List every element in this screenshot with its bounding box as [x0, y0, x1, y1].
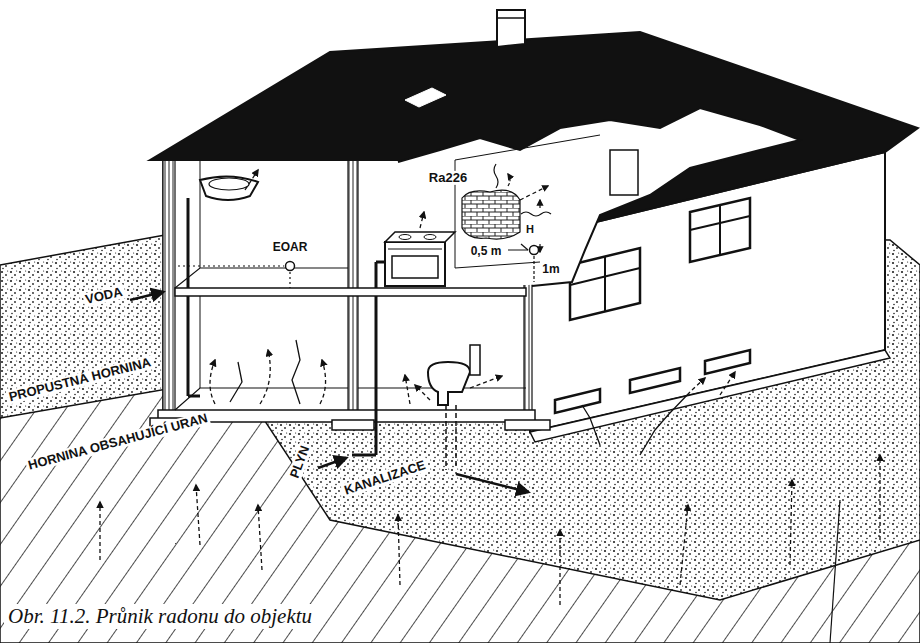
house-facade-part — [604, 257, 606, 312]
interior-fixtures-part — [456, 474, 528, 492]
house-facade-part — [720, 372, 735, 395]
interior-fixtures-part — [455, 405, 457, 466]
interior-fixtures-part — [375, 262, 378, 288]
roof-part — [497, 17, 525, 19]
cutaway-part — [455, 135, 600, 160]
interior-fixtures-part — [187, 198, 190, 288]
radon-paths-part — [292, 340, 300, 404]
house-section-part — [505, 420, 550, 430]
interior-fixtures-part — [209, 178, 249, 190]
interior-fixtures-part — [424, 235, 436, 240]
interior-fixtures-part — [399, 235, 411, 240]
ground-part — [0, 377, 920, 643]
house-facade-part — [630, 368, 680, 393]
cutaway-part — [462, 190, 520, 239]
cutaway-part — [520, 186, 548, 200]
cutaway-part — [533, 256, 534, 282]
source-label: Ra226 — [427, 171, 469, 185]
roof-part — [497, 10, 525, 47]
interior-fixtures-part — [375, 296, 378, 455]
house-facade-part — [582, 405, 600, 445]
interior-fixtures-part — [187, 296, 190, 396]
house-section-part — [175, 388, 348, 410]
cutaway-part — [494, 164, 551, 252]
interior-fixtures-part — [385, 242, 445, 286]
interior-fixtures-part — [445, 405, 447, 470]
radon-paths-part — [415, 385, 430, 400]
house-facade-part — [555, 389, 600, 413]
house-section-part — [175, 288, 526, 296]
house-facade-part — [705, 350, 750, 374]
house-section-part — [175, 268, 348, 288]
ground-radon-arrows-part — [398, 515, 400, 585]
interior-fixtures-part — [352, 454, 376, 457]
interior-fixtures-part — [470, 345, 480, 375]
house-facade-part — [692, 378, 705, 390]
house-facade-part — [719, 205, 721, 255]
cutaway-part — [610, 150, 638, 195]
symbol-label: H — [524, 223, 536, 235]
cutaway-part — [539, 200, 540, 208]
interior-fixtures-part — [392, 256, 438, 278]
house-section-part — [200, 296, 201, 388]
interior-fixtures-part — [388, 249, 442, 250]
dimension-label: 0,5 m — [469, 245, 504, 258]
radon-paths-part — [420, 212, 424, 228]
radon-paths — [210, 170, 502, 404]
ground-radon-arrows-part — [196, 485, 200, 545]
house-facade-part — [530, 350, 890, 442]
figure-caption: Obr. 11.2. Průnik radonu do objektu — [4, 604, 316, 629]
radon-paths-part — [260, 350, 270, 404]
house-facade-part — [570, 268, 640, 285]
ground-radon-arrows-part — [879, 455, 880, 540]
house-section-part — [332, 420, 374, 430]
dimension-label: 1m — [540, 263, 561, 276]
interior-fixtures-part — [188, 395, 200, 398]
radon-paths-part — [405, 375, 410, 404]
cutaway-part — [508, 250, 528, 251]
cutaway-part — [521, 244, 528, 250]
cutaway-part — [508, 174, 510, 186]
cutaway-part — [521, 212, 551, 216]
ground-radon-arrows-part — [680, 505, 688, 585]
detector-label: EOAR — [271, 241, 310, 254]
interior-fixtures-part — [376, 261, 385, 264]
house-facade-part — [690, 216, 750, 230]
ground-radon-arrows-part — [790, 480, 792, 565]
interior-fixtures-part — [200, 176, 258, 200]
interior-fixtures — [130, 176, 528, 492]
interior-fixtures-part — [318, 458, 346, 468]
interior-fixtures-part — [130, 292, 163, 300]
ground-radon-arrows — [100, 455, 880, 605]
radon-paths-part — [245, 170, 258, 190]
ground-radon-arrows-part — [258, 505, 262, 570]
house-section-part — [200, 160, 201, 268]
interior-fixtures-part — [289, 272, 290, 288]
radon-paths-part — [230, 362, 242, 402]
ground-radon-arrows-part — [559, 530, 560, 605]
cutaway-part — [539, 244, 540, 252]
radon-paths-part — [210, 360, 215, 404]
house-section — [150, 157, 550, 430]
house-facade-part — [690, 198, 750, 262]
house-section-part — [163, 157, 530, 420]
cutaway — [398, 108, 800, 286]
interior-fixtures-part — [428, 362, 470, 405]
roof-part — [405, 88, 446, 107]
cutaway-part — [494, 164, 498, 188]
interior-fixtures-part — [286, 262, 295, 271]
interior-fixtures-part — [385, 232, 455, 242]
radon-paths-part — [470, 376, 502, 388]
cutaway-part — [455, 262, 540, 268]
cutaway-part — [398, 108, 800, 286]
cutaway-part — [530, 246, 539, 255]
ground-part — [830, 500, 840, 643]
radon-paths-part — [320, 360, 326, 404]
interior-fixtures-part — [178, 265, 284, 266]
house-section-part — [163, 157, 175, 420]
ground-radon-arrows-part — [99, 502, 100, 560]
house-facade-part — [640, 392, 690, 455]
cutaway-part — [398, 108, 800, 285]
